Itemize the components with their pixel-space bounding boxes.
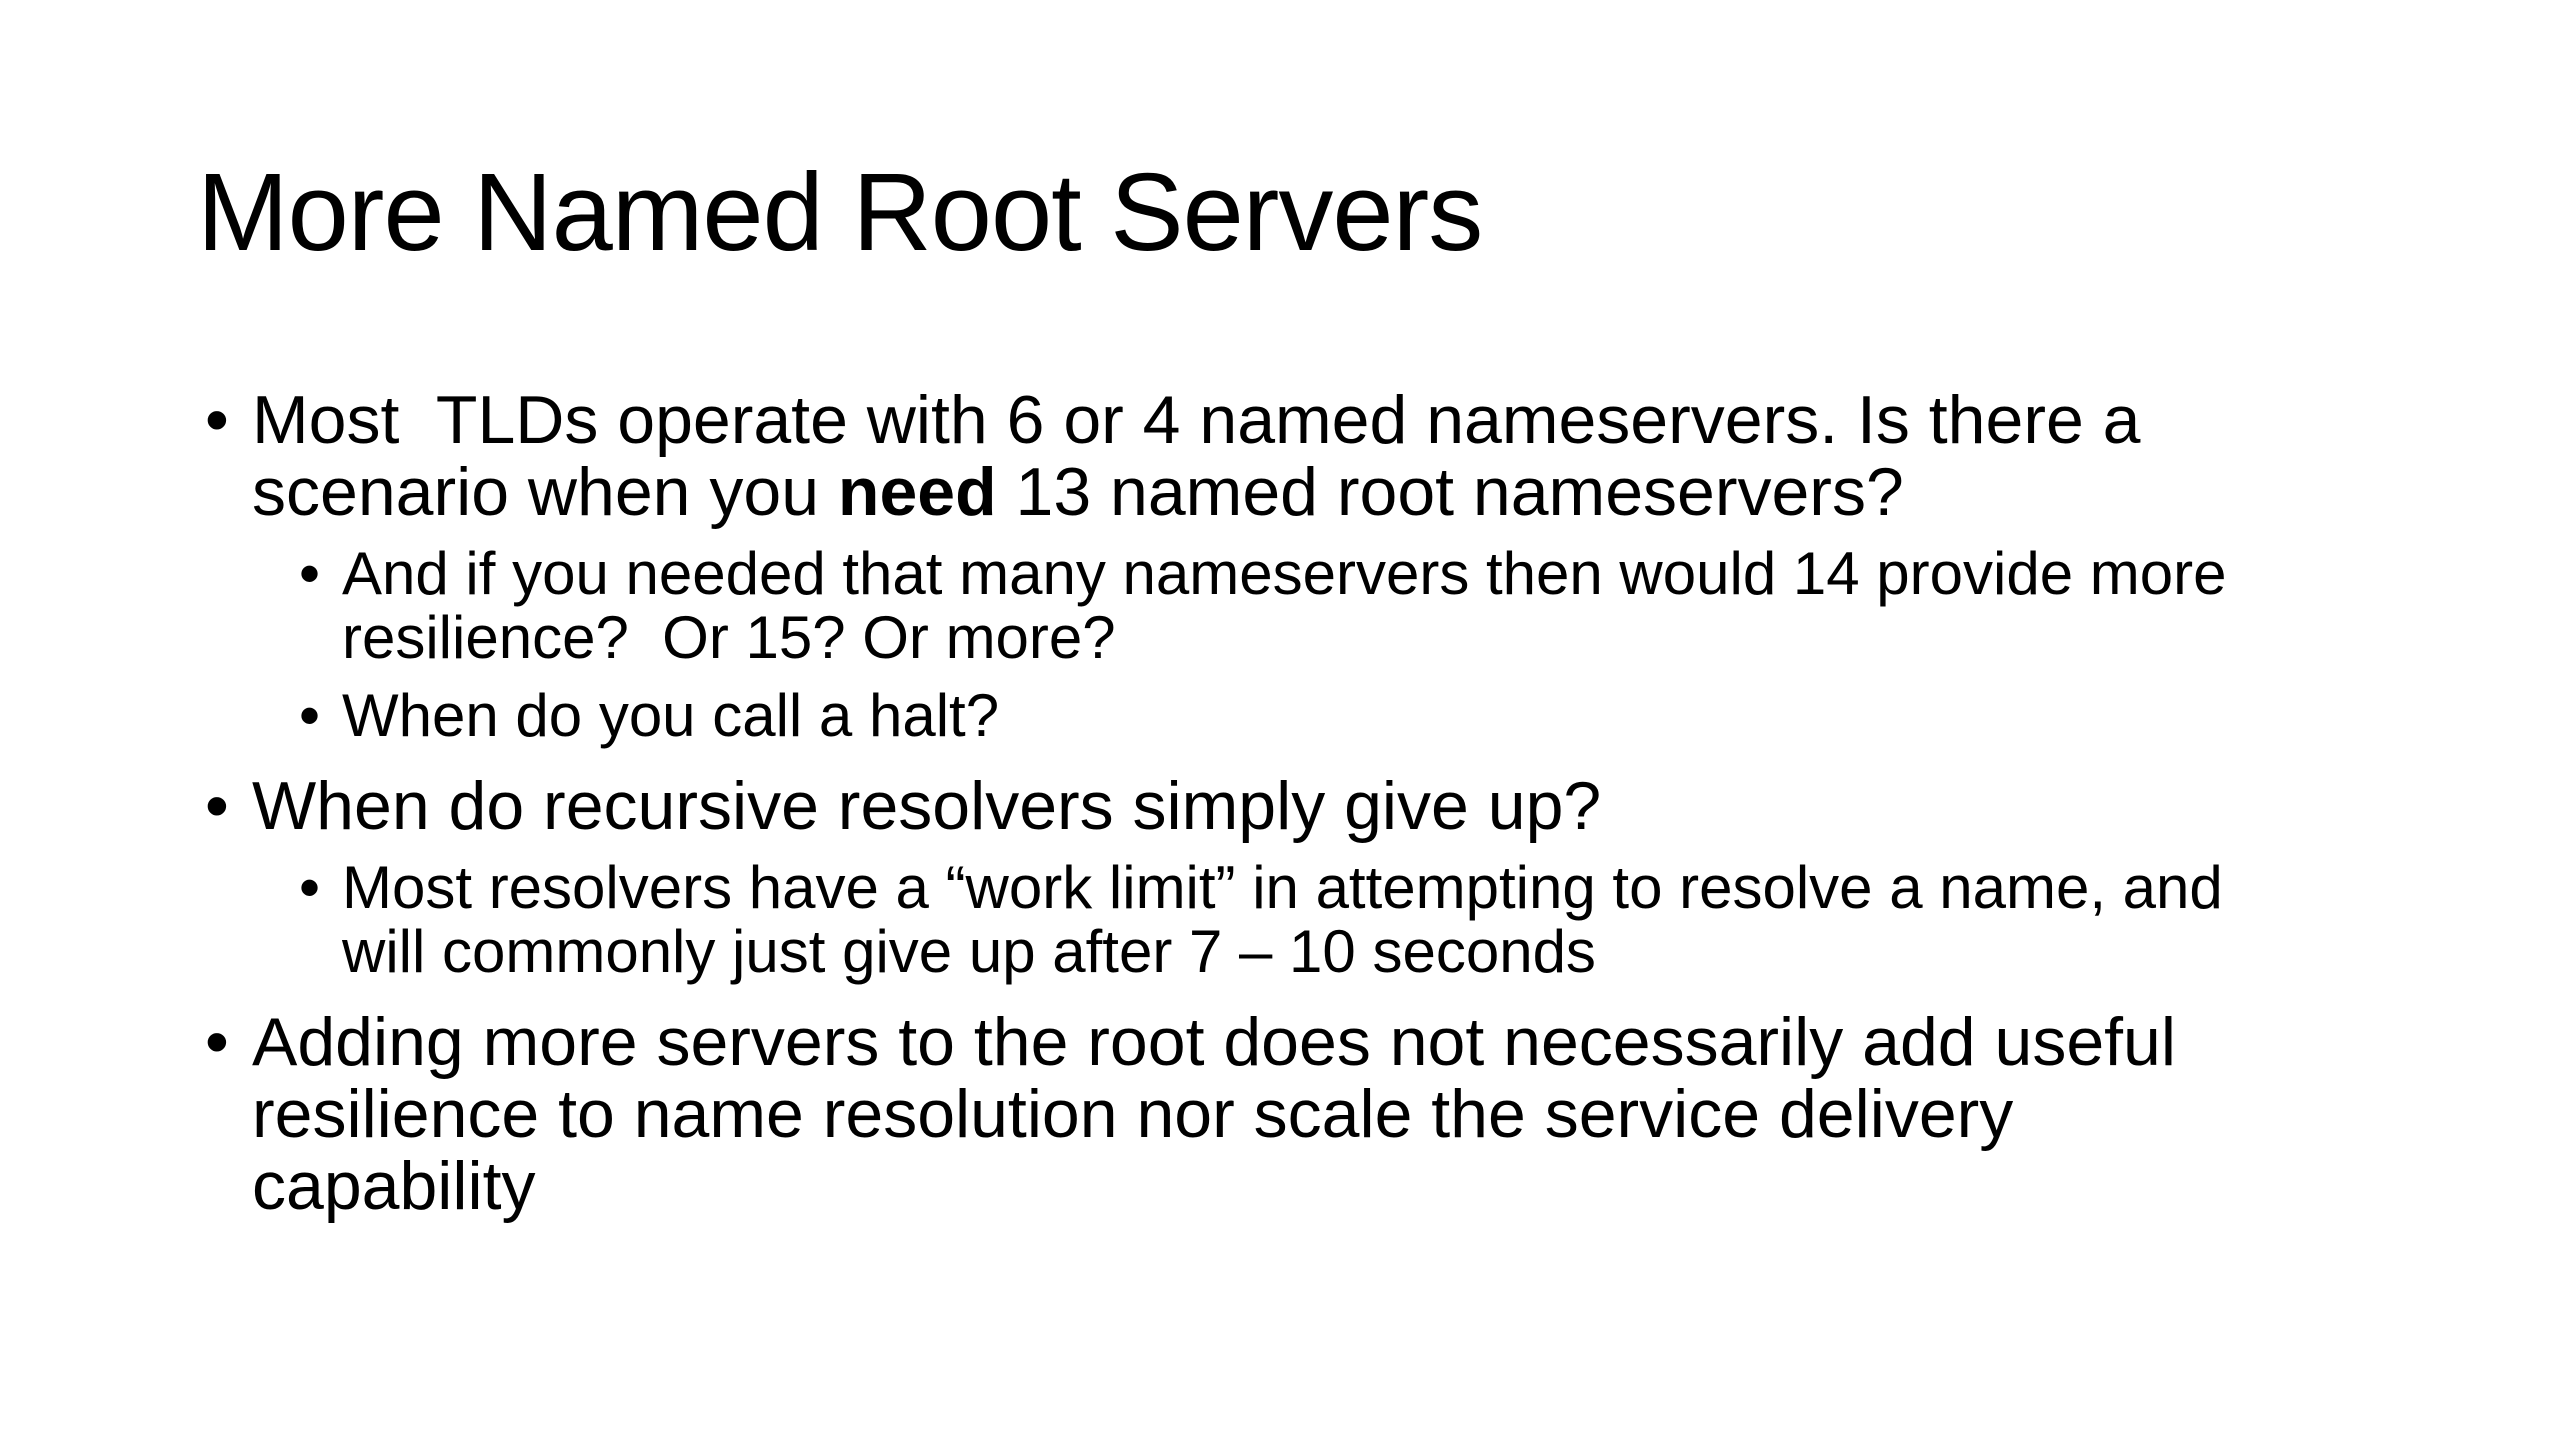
bullet-line: And if you needed that many nameservers … bbox=[342, 542, 2405, 606]
bullet-text: When do you call a halt? bbox=[342, 684, 2405, 748]
bullet-text-segment: When do recursive resolvers simply give … bbox=[252, 768, 1602, 844]
bullet-text-segment: will commonly just give up after 7 – 10 … bbox=[342, 918, 1596, 985]
slide-body: • Most TLDs operate with 6 or 4 named nam… bbox=[205, 384, 2405, 1222]
bullet-icon: • bbox=[205, 768, 229, 844]
bullet-icon: • bbox=[299, 854, 321, 921]
bullet-line: When do you call a halt? bbox=[342, 684, 2405, 748]
bullet-item-level-2: • When do you call a halt? bbox=[299, 684, 2405, 748]
bullet-line: resilience? Or 15? Or more? bbox=[342, 606, 2405, 670]
bullet-text-segment: resilience? Or 15? Or more? bbox=[342, 604, 1116, 671]
bullet-text: When do recursive resolvers simply give … bbox=[252, 770, 2405, 842]
bullet-icon: • bbox=[205, 1004, 229, 1080]
bullet-icon: • bbox=[299, 540, 321, 607]
bullet-item-level-2: • And if you needed that many nameservers… bbox=[299, 542, 2405, 670]
bullet-line: resilience to name resolution nor scale … bbox=[252, 1078, 2405, 1150]
bullet-item-level-1: • Adding more servers to the root does no… bbox=[205, 1006, 2405, 1222]
bullet-text: Most TLDs operate with 6 or 4 named name… bbox=[252, 384, 2405, 528]
bullet-text: Adding more servers to the root does not… bbox=[252, 1006, 2405, 1222]
bullet-text-segment: resilience to name resolution nor scale … bbox=[252, 1076, 2014, 1152]
bullet-item-level-1: • When do recursive resolvers simply give… bbox=[205, 770, 2405, 842]
bullet-text: And if you needed that many nameservers … bbox=[342, 542, 2405, 670]
bullet-line: capability bbox=[252, 1150, 2405, 1222]
bullet-item-level-1: • Most TLDs operate with 6 or 4 named nam… bbox=[205, 384, 2405, 528]
bullet-item-level-2: • Most resolvers have a “work limit” in a… bbox=[299, 856, 2405, 984]
bullet-line: When do recursive resolvers simply give … bbox=[252, 770, 2405, 842]
bullet-text-segment: When do you call a halt? bbox=[342, 682, 1000, 749]
bullet-icon: • bbox=[205, 382, 229, 458]
bullet-line: Most TLDs operate with 6 or 4 named name… bbox=[252, 384, 2405, 456]
slide-title: More Named Root Servers bbox=[197, 151, 1483, 274]
bullet-text-segment: Most TLDs operate with 6 or 4 named name… bbox=[252, 382, 2141, 458]
bullet-icon: • bbox=[299, 682, 321, 749]
bullet-text-bold-segment: need bbox=[837, 454, 997, 530]
bullet-line: scenario when you need 13 named root nam… bbox=[252, 456, 2405, 528]
bullet-text-segment: Most resolvers have a “work limit” in at… bbox=[342, 854, 2223, 921]
bullet-line: Most resolvers have a “work limit” in at… bbox=[342, 856, 2405, 920]
bullet-line: will commonly just give up after 7 – 10 … bbox=[342, 920, 2405, 984]
bullet-text-segment: capability bbox=[252, 1148, 536, 1224]
bullet-text-segment: scenario when you bbox=[252, 454, 838, 530]
bullet-text-segment: And if you needed that many nameservers … bbox=[342, 540, 2227, 607]
bullet-text: Most resolvers have a “work limit” in at… bbox=[342, 856, 2405, 984]
bullet-text-segment: Adding more servers to the root does not… bbox=[252, 1004, 2176, 1080]
bullet-line: Adding more servers to the root does not… bbox=[252, 1006, 2405, 1078]
bullet-text-segment: 13 named root nameservers? bbox=[996, 454, 1904, 530]
